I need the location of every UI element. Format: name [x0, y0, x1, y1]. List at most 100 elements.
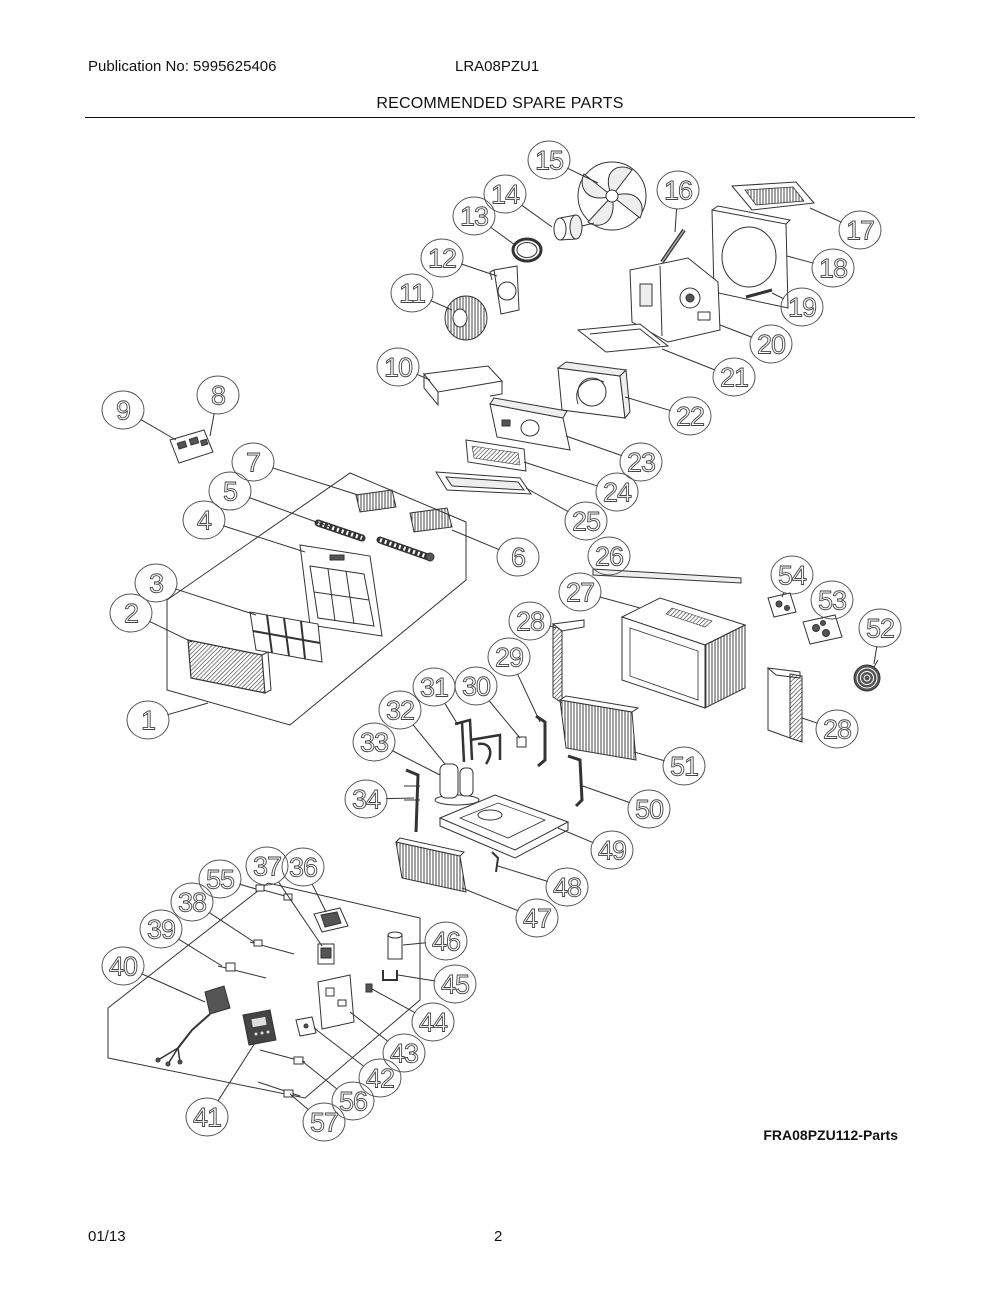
- callout-circle: [208, 471, 252, 511]
- callout-circle: [433, 964, 477, 1004]
- part-7-drawing-shape: [409, 507, 453, 533]
- callout-number: 26: [595, 542, 623, 572]
- callout-19: 19: [771, 287, 824, 327]
- part-15-drawing-shape: [610, 193, 643, 219]
- callout-number: 33: [360, 728, 388, 758]
- callout-number: 41: [193, 1103, 221, 1133]
- part-49-drawing: [438, 794, 570, 859]
- part-40-drawing-shape: [177, 1059, 183, 1065]
- part-7-drawing: [355, 489, 453, 533]
- callout-55: 55: [198, 859, 257, 899]
- leader-line: [873, 646, 878, 665]
- leader-line: [402, 942, 427, 946]
- part-43-drawing-shape: [317, 974, 355, 1030]
- part-14-drawing-shape: [581, 222, 595, 227]
- callout-number: 28: [823, 715, 851, 745]
- part-48-drawing-shape: [491, 851, 500, 873]
- part-53-drawing-shape: [820, 620, 826, 626]
- part-18-drawing-shape: [721, 226, 777, 288]
- leader-line: [490, 226, 516, 246]
- callout-number: 53: [818, 586, 846, 616]
- part-32-drawing: [477, 742, 492, 765]
- callout-circle: [527, 140, 571, 180]
- callout-6: 6: [451, 529, 540, 577]
- leader-line: [674, 208, 678, 233]
- callout-circle: [411, 1002, 455, 1042]
- part-38-drawing: [249, 939, 295, 955]
- callout-number: 34: [352, 785, 381, 815]
- part-16-drawing: [660, 228, 686, 264]
- part-13-drawing-shape: [511, 237, 543, 263]
- callout-circle: [352, 722, 396, 762]
- callout-number: 45: [441, 970, 469, 1000]
- leader-line: [222, 525, 306, 553]
- callout-number: 46: [432, 927, 460, 957]
- part-52-drawing-shape: [863, 674, 871, 682]
- leader-line: [801, 717, 819, 724]
- part-14-drawing-shape: [553, 217, 567, 241]
- part-21-drawing-shape: [576, 323, 670, 353]
- callout-circle: [627, 789, 671, 829]
- callout-circle: [281, 847, 325, 887]
- callout-circle: [182, 500, 226, 540]
- callout-circle: [170, 882, 214, 922]
- part-25-drawing: [435, 471, 532, 495]
- callout-circle: [558, 572, 602, 612]
- leader-line: [599, 596, 641, 609]
- leader-line: [451, 529, 500, 551]
- part-5-drawing-shape: [425, 552, 435, 562]
- callout-47: 47: [461, 887, 559, 938]
- callout-57: 57: [289, 1093, 346, 1142]
- part-46-drawing-shape: [387, 931, 403, 939]
- leader-line: [566, 167, 599, 184]
- part-10-drawing: [423, 365, 503, 407]
- leader-line: [301, 1060, 338, 1090]
- callout-number: 42: [366, 1064, 394, 1094]
- callout-17: 17: [809, 207, 882, 250]
- part-7-drawing-shape: [355, 489, 397, 513]
- part-20-drawing-shape: [697, 311, 711, 321]
- callout-circle: [487, 637, 531, 677]
- callout-15: 15: [527, 140, 599, 184]
- leader-line: [488, 700, 521, 739]
- leader-line: [525, 487, 569, 513]
- part-57-drawing: [257, 1081, 301, 1098]
- part-11-drawing-shape: [452, 308, 468, 328]
- part-28-right-drawing-shape: [767, 668, 791, 739]
- callout-circle: [564, 501, 608, 541]
- part-39-drawing: [217, 962, 267, 979]
- callout-number: 31: [420, 673, 448, 703]
- leader-line: [141, 973, 206, 1003]
- callout-49: 49: [557, 827, 634, 870]
- part-9-drawing: [169, 429, 214, 464]
- callout-circle: [811, 248, 855, 288]
- part-31-drawing: [454, 718, 502, 763]
- part-34-drawing: [404, 768, 420, 833]
- callout-number: 54: [778, 561, 807, 591]
- leader-line: [521, 204, 553, 228]
- part-24-drawing-shape: [471, 445, 521, 466]
- callout-32: 32: [378, 690, 446, 765]
- leader-line: [397, 974, 436, 982]
- leader-line: [208, 911, 255, 943]
- callout-52: 52: [858, 608, 902, 665]
- part-18-drawing-shape: [711, 205, 792, 225]
- leader-line: [412, 724, 446, 765]
- callout-number: 5: [223, 477, 237, 507]
- callout-number: 36: [289, 853, 317, 883]
- part-54-drawing: [767, 592, 797, 618]
- part-11-drawing: [444, 295, 488, 341]
- callout-circle: [245, 846, 289, 886]
- part-31-drawing-shape: [454, 718, 502, 763]
- callout-number: 28: [516, 607, 544, 637]
- part-4-drawing-shape: [329, 554, 345, 561]
- part-40-drawing-shape: [177, 1013, 211, 1049]
- callout-number: 20: [757, 330, 785, 360]
- callout-40: 40: [101, 946, 206, 1003]
- part-15-drawing-shape: [581, 173, 614, 199]
- callout-number: 47: [523, 904, 551, 934]
- leader-line: [209, 413, 215, 437]
- callout-26: 26: [587, 536, 631, 576]
- callout-41: 41: [185, 1042, 256, 1137]
- part-53-drawing-shape: [812, 624, 820, 632]
